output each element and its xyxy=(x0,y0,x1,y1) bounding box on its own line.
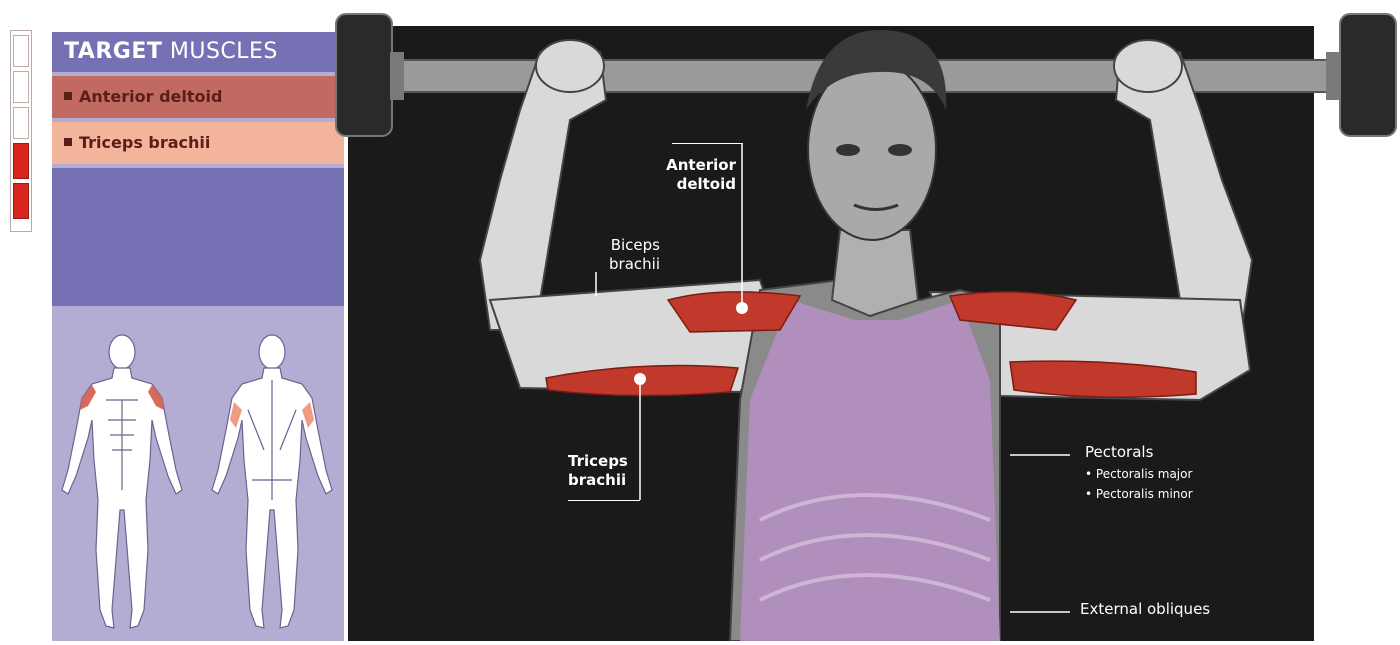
label-pectoralis-major: • Pectoralis major xyxy=(1085,466,1192,482)
label-triceps-brachii: Triceps brachii xyxy=(568,452,640,490)
label-biceps-brachii: Biceps brachii xyxy=(600,236,660,274)
label-line: brachii xyxy=(600,255,660,274)
label-line: brachii xyxy=(568,471,640,490)
label-pectorals: Pectorals xyxy=(1085,443,1153,462)
label-line: deltoid xyxy=(659,175,736,194)
leader-line xyxy=(568,500,640,501)
label-anterior-deltoid: Anterior deltoid xyxy=(659,156,736,194)
label-line: Biceps xyxy=(600,236,660,255)
label-line: Anterior xyxy=(659,156,736,175)
label-pectoralis-minor: • Pectoralis minor xyxy=(1085,486,1193,502)
torso-icon xyxy=(730,280,1000,641)
head-icon xyxy=(806,30,946,316)
label-line: Triceps xyxy=(568,452,640,471)
label-external-obliques: External obliques xyxy=(1080,600,1210,619)
leader-line xyxy=(672,143,743,144)
anterior-deltoid-left-muscle xyxy=(668,292,800,332)
